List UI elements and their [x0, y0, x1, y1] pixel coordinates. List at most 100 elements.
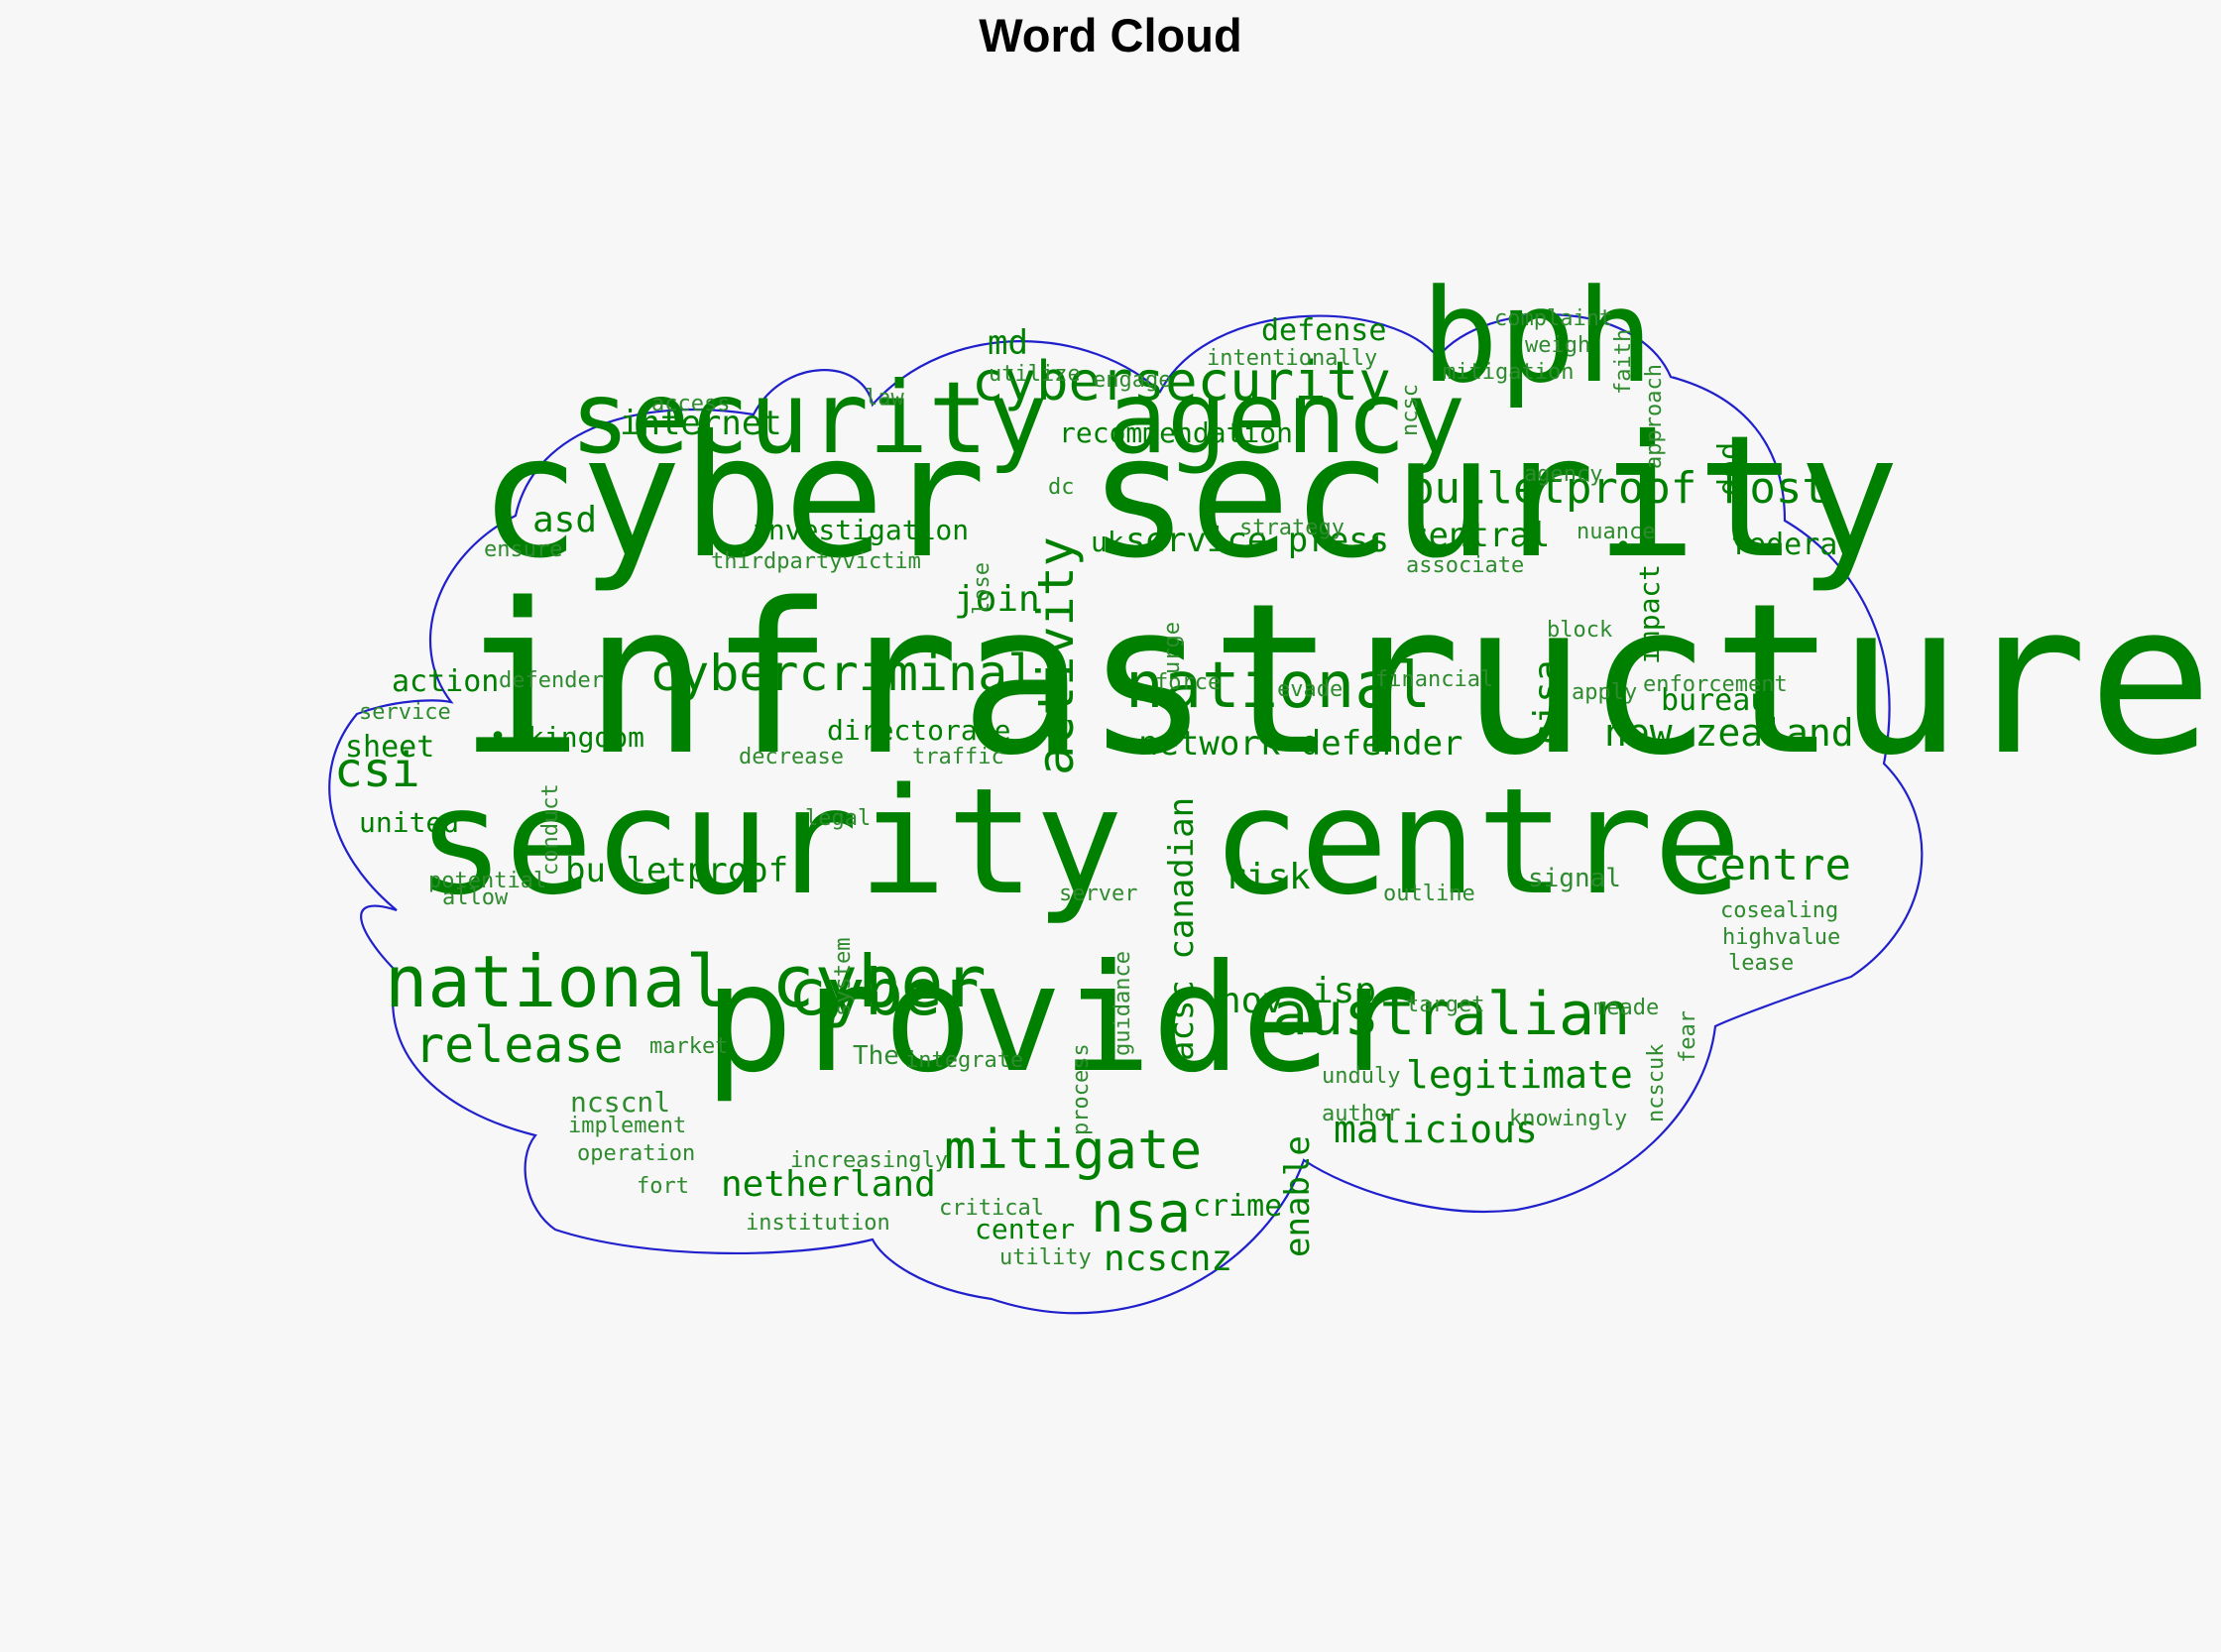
word-australian: australian — [1272, 980, 1631, 1050]
word-dc: dc — [1048, 474, 1075, 500]
word-utility: utility — [999, 1244, 1092, 1270]
word-national: national — [1125, 649, 1432, 724]
word-cyber: cyber — [788, 957, 980, 1031]
word-institution: institution — [746, 1210, 890, 1236]
word-implement: implement — [568, 1113, 687, 1138]
word-complaint: complaint — [1494, 305, 1613, 331]
word-fort: fort — [637, 1173, 689, 1199]
word-knowingly: knowingly — [1509, 1106, 1628, 1131]
word-access: access — [651, 391, 731, 416]
word-national-cyber: national cyber — [385, 939, 987, 1023]
word-potential: potential — [428, 868, 547, 893]
word-unduly: unduly — [1322, 1063, 1401, 1089]
word-md: md — [988, 323, 1028, 364]
word-signal: signal — [1528, 863, 1621, 893]
word-evade: evade — [1277, 676, 1344, 702]
word-weigh: weigh — [1525, 332, 1591, 358]
word-meade: meade — [1593, 995, 1660, 1020]
word-apply: apply — [1572, 679, 1638, 705]
word-investigation: investigation — [752, 514, 970, 547]
word-enable: enable — [1278, 1135, 1318, 1257]
word-risk: risk — [1225, 856, 1311, 897]
word-traffic: traffic — [912, 744, 1004, 769]
word-bph: bph — [1421, 260, 1654, 412]
word-cybercriminal: cybercriminal — [649, 645, 1038, 702]
word-bulletproof: bulletproof — [565, 851, 789, 891]
word-nsa: nsa — [1091, 1181, 1192, 1246]
chart-title: Word Cloud — [979, 9, 1242, 61]
word-legitimate: legitimate — [1406, 1053, 1633, 1098]
word-urge: urge — [1160, 622, 1185, 674]
word-provider: provider — [704, 933, 1421, 1106]
word-release: release — [414, 1016, 624, 1074]
word-infrastructure: infrastructure — [458, 558, 2214, 802]
word-strategy: strategy — [1239, 515, 1344, 540]
word-ncscnl: ncscnl — [570, 1086, 671, 1120]
word-network-defender: network defender — [1138, 724, 1463, 765]
word-security-agency: security agency — [570, 360, 1466, 476]
word-activity: activity — [1027, 536, 1085, 775]
word-ncscnz: ncscnz — [1104, 1238, 1233, 1279]
word-ncscuk: ncscuk — [1644, 1043, 1669, 1122]
word-faith: faith — [1611, 328, 1636, 395]
word-author: author — [1322, 1101, 1401, 1126]
word-acsc-canadian: acsc canadian — [1162, 796, 1202, 1061]
word-engage: engage — [1093, 367, 1172, 393]
word-service-press: service press — [1125, 521, 1390, 561]
word-allow: allow — [442, 885, 509, 910]
word-: • — [1614, 529, 1633, 564]
word-guidance: guidance — [1110, 951, 1135, 1056]
word-crime: crime — [1193, 1188, 1283, 1224]
word-highvalue: highvalue — [1722, 924, 1841, 950]
word-critical: critical — [939, 1195, 1044, 1221]
word-join: join — [954, 578, 1040, 620]
word-bureau: bureau — [1661, 682, 1769, 718]
word-sheet: sheet — [345, 729, 435, 765]
word-nov: nov — [1220, 980, 1285, 1021]
word-csi: csi — [334, 742, 420, 798]
word-kingdom: kingdom — [527, 721, 645, 755]
word-bulletproof-host: bulletproof host — [1408, 462, 1828, 514]
word-outline: outline — [1383, 881, 1475, 906]
word-ensure: ensure — [484, 536, 563, 562]
word-financial: financial — [1375, 666, 1494, 692]
word-impact: impact — [1633, 563, 1666, 664]
word-the: The — [853, 1040, 899, 1071]
word-dod: dod — [1712, 441, 1747, 496]
word-center: center — [975, 1213, 1076, 1246]
word-conduct: conduct — [538, 783, 563, 876]
word-new-zealand: new zealand — [1604, 711, 1854, 756]
word-fear: fear — [1676, 1010, 1700, 1063]
word-action: action — [392, 663, 500, 699]
word-increasingly: increasingly — [790, 1147, 948, 1173]
word-process: process — [1069, 1043, 1094, 1135]
word-system: system — [831, 937, 856, 1016]
word-netherland: netherland — [721, 1163, 936, 1205]
word-force: force — [1155, 669, 1222, 695]
word-recommendation: recommendation — [1059, 416, 1294, 450]
word-lease: lease — [1728, 950, 1795, 976]
word-service: service — [359, 699, 451, 725]
word-lose: lose — [970, 562, 994, 615]
word-cyber-security: cyber security — [479, 400, 1900, 597]
word-cybersecurity: cybersecurity — [972, 349, 1391, 413]
word-block: block — [1547, 617, 1613, 643]
word-security-centre: security centre — [416, 756, 1742, 927]
word-central: central — [1408, 516, 1551, 556]
word-ncsc: ncsc — [1398, 384, 1423, 436]
word-internet: internet — [620, 404, 782, 444]
word-enforcement: enforcement — [1643, 671, 1788, 697]
word-malicious: malicious — [1334, 1108, 1538, 1152]
word-uk: uk — [1091, 526, 1124, 559]
word-operation: operation — [577, 1140, 696, 1166]
cloud-outline — [328, 313, 1924, 1315]
word-approach: approach — [1642, 364, 1667, 469]
word-cisa: cisa — [1527, 659, 1568, 746]
word-thirdpartyvictim: thirdpartyvictim — [711, 548, 921, 574]
word-centre: centre — [1694, 839, 1851, 890]
word-integrate: integrate — [905, 1047, 1024, 1073]
word-mitigate: mitigate — [944, 1118, 1203, 1181]
word-intentionally: intentionally — [1207, 345, 1378, 371]
word-legal: legal — [805, 805, 872, 831]
